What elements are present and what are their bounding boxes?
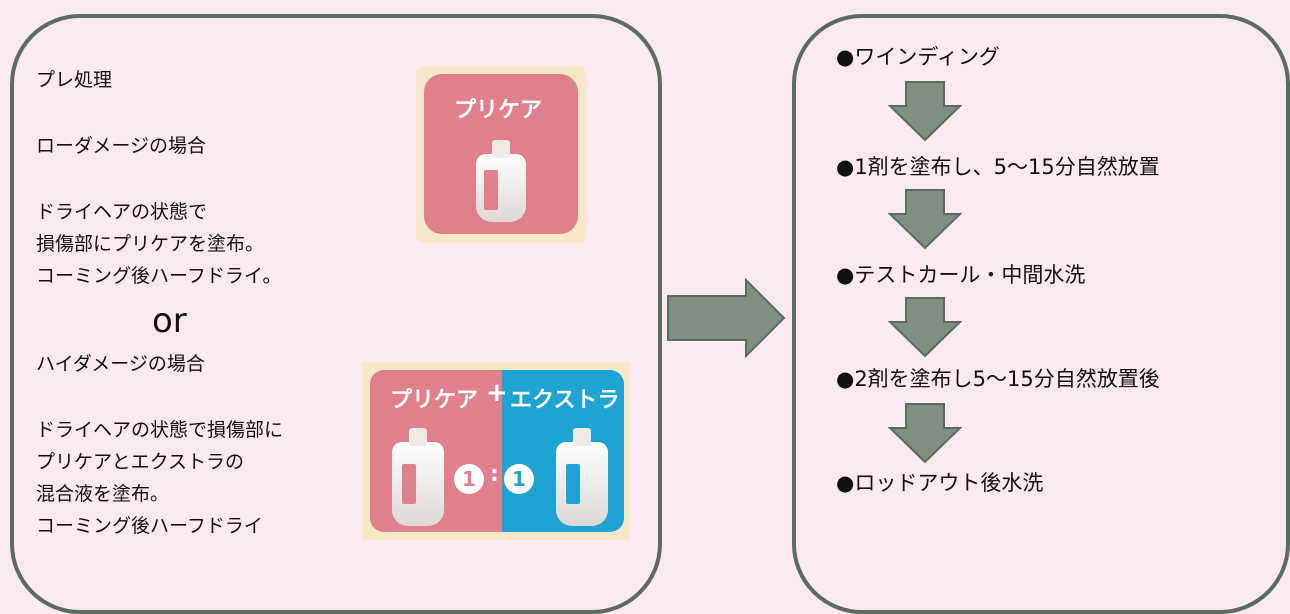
high-damage-line-3: 混合液を塗布。 (36, 483, 170, 505)
down-arrow-icon (888, 403, 963, 464)
pre-treatment-heading: プレ処理 (36, 69, 113, 91)
precare-title: プリケア (454, 98, 543, 123)
high-damage-line-2: プリケアとエクストラの (36, 451, 245, 473)
pouch-icon (476, 140, 526, 222)
low-damage-line-2: 損傷部にプリケアを塗布。 (36, 233, 265, 255)
step-apply-agent-2: ●2剤を塗布し5〜15分自然放置後 (836, 367, 1160, 391)
down-arrow-icon (888, 297, 963, 358)
down-arrow-icon (888, 81, 963, 142)
precare-extra-product-image: プリケア + エクストラ 1 : 1 (362, 362, 630, 540)
flow-right-arrow-icon (667, 277, 786, 359)
precare-card: プリケア (424, 74, 578, 234)
ratio-left: 1 (454, 464, 484, 494)
step-rod-out-rinse: ●ロッドアウト後水洗 (836, 471, 1044, 495)
extra-pouch-icon (556, 428, 608, 526)
down-arrow-icon (888, 189, 963, 250)
high-damage-line-1: ドライヘアの状態で損傷部に (36, 419, 284, 441)
plus-icon: + (486, 378, 508, 408)
combo-title-precare: プリケア (390, 388, 479, 413)
precare-product-image: プリケア (416, 66, 586, 243)
or-separator: or (152, 301, 187, 341)
step-test-curl-rinse: ●テストカール・中間水洗 (836, 263, 1086, 287)
ratio-colon: : (490, 462, 499, 487)
combo-title-extra: エクストラ (510, 388, 620, 413)
precare-pouch-icon (392, 428, 444, 526)
ratio-right: 1 (504, 464, 534, 494)
low-damage-title: ローダメージの場合 (36, 135, 207, 157)
low-damage-line-1: ドライヘアの状態で (36, 201, 208, 223)
procedure-panel (792, 14, 1290, 614)
high-damage-line-4: コーミング後ハーフドライ (36, 515, 263, 537)
step-winding: ●ワインディング (836, 45, 1000, 69)
step-apply-agent-1: ●1剤を塗布し、5〜15分自然放置 (836, 155, 1160, 179)
low-damage-line-3: コーミング後ハーフドライ。 (36, 265, 282, 287)
high-damage-title: ハイダメージの場合 (36, 353, 205, 375)
